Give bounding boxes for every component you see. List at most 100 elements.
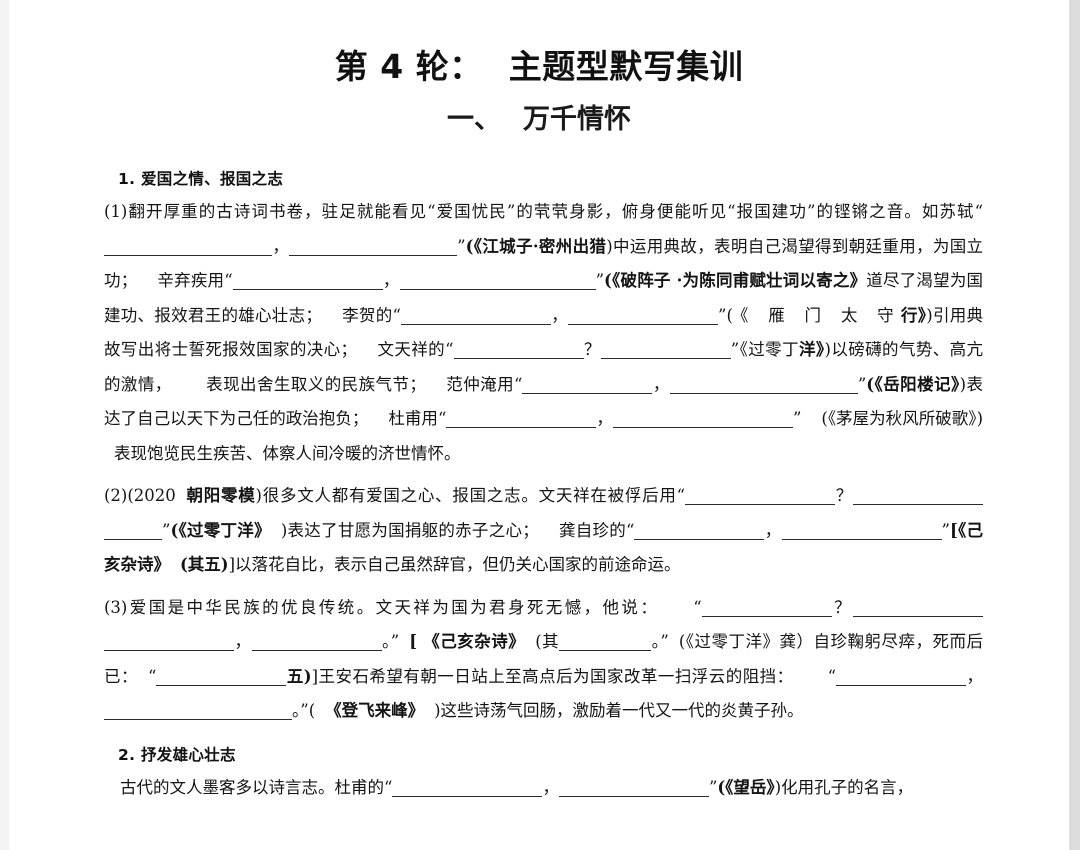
comma: ， bbox=[234, 632, 252, 651]
item-text-2i: ]以落花自比，表示自己虽然辞官，但仍关心国家的前途命运。 bbox=[228, 555, 681, 574]
answer-blank[interactable] bbox=[836, 668, 967, 686]
comma: ， bbox=[542, 777, 559, 797]
item-text-1n: )表达了自己以天下为己任的政治抱负； bbox=[104, 374, 984, 429]
answer-blank[interactable] bbox=[104, 522, 162, 540]
quote-close: ” bbox=[660, 632, 669, 651]
quote-open: “ bbox=[676, 486, 686, 505]
question-mark: ？ bbox=[831, 597, 854, 617]
item-text-3i: )这些诗荡气回肠，激励着一代又一代的炎黄子孙。 bbox=[434, 701, 804, 720]
answer-blank[interactable] bbox=[104, 238, 272, 256]
item-text-1h: )引用典故写出将士誓死报效国家的决心； bbox=[104, 305, 984, 360]
answer-blank[interactable] bbox=[685, 487, 836, 505]
answer-blank[interactable] bbox=[853, 599, 984, 617]
answer-blank[interactable] bbox=[781, 522, 912, 540]
answer-blank[interactable] bbox=[156, 668, 287, 686]
poem-variant: (其五) bbox=[180, 555, 229, 574]
subtitle-number: 一、 bbox=[447, 104, 501, 136]
quote-open: “ bbox=[626, 520, 635, 540]
answer-blank[interactable] bbox=[669, 376, 800, 394]
item-text-1e: 道尽了渴望为国建功、报效君王的雄心壮志； bbox=[104, 271, 984, 325]
answer-blank[interactable] bbox=[399, 272, 596, 290]
item-text-1a: 翻开厚重的古诗词书卷，驻足就能看见“爱国忧民”的茕茕身影，俯身便能听见“报国建功… bbox=[127, 202, 975, 221]
source-密州出猎: ·密州出猎 bbox=[532, 236, 607, 256]
title-prefix: 第 4 轮： bbox=[334, 47, 483, 86]
comma: ， bbox=[272, 236, 290, 256]
comma: ， bbox=[382, 271, 400, 290]
answer-blank[interactable] bbox=[400, 307, 551, 325]
quote-open: “ bbox=[514, 374, 523, 394]
item-text-2c: )很多文人都有爱国之心、报国之志。文天祥在被俘后用 bbox=[255, 486, 677, 505]
quote-close: ” bbox=[162, 520, 171, 540]
quote-close: ” bbox=[941, 520, 950, 540]
item-text-1i: 文天祥的 bbox=[377, 340, 446, 359]
question-mark: ？ bbox=[583, 340, 601, 359]
quote-close: ” bbox=[708, 777, 718, 797]
answer-blank[interactable] bbox=[392, 779, 543, 797]
comma: ， bbox=[652, 374, 670, 394]
answer-blank[interactable] bbox=[104, 633, 234, 651]
title-main: 主题型默写集训 bbox=[508, 47, 744, 86]
section-title: 爱国之情、报国之志 bbox=[140, 170, 284, 188]
item-text-1k: )以磅礴的气势、高亢的激情， bbox=[104, 340, 984, 394]
answer-blank[interactable] bbox=[612, 410, 763, 428]
answer-blank[interactable] bbox=[559, 633, 652, 651]
answer-blank[interactable] bbox=[232, 272, 383, 290]
answer-blank[interactable] bbox=[522, 376, 653, 394]
section-number: 2. bbox=[118, 745, 136, 764]
quote-close: ” bbox=[595, 271, 605, 290]
item-text-1b: )中运用典故，表明自己渴望得到朝廷重用，为国立功； bbox=[104, 236, 984, 291]
answer-blank[interactable] bbox=[762, 410, 793, 428]
comma: ， bbox=[596, 409, 613, 428]
answer-blank[interactable] bbox=[568, 307, 718, 325]
question-mark: ？ bbox=[835, 486, 854, 505]
answer-blank[interactable] bbox=[104, 702, 234, 720]
quote-close: ” bbox=[857, 374, 867, 394]
document-body: 1. 爱国之情、报国之志 (1)翻开厚重的古诗词书卷，驻足就能看见“爱国忧民”的… bbox=[9, 137, 1069, 805]
answer-blank[interactable] bbox=[558, 779, 709, 797]
item-text-3f: ]王安石希望有朝一日站上至高点后为国家改革一扫浮云的阻挡： bbox=[311, 666, 794, 686]
quote-open: “ bbox=[384, 777, 393, 797]
quote-open: “ bbox=[827, 666, 837, 686]
item-text-1f: 李贺的 bbox=[341, 305, 393, 325]
quote-open: “ bbox=[392, 305, 401, 325]
section-heading-1: 1. 爱国之情、报国之志 bbox=[118, 167, 983, 189]
quote-close: ” bbox=[730, 340, 740, 359]
answer-blank[interactable] bbox=[634, 522, 765, 540]
question-item-1: (1)翻开厚重的古诗词书卷，驻足就能看见“爱国忧民”的茕茕身影，俯身便能听见“报… bbox=[104, 195, 983, 471]
source-过零丁洋-cont: 洋》 bbox=[798, 340, 825, 359]
item-text-1q: 表现饱览民生疾苦、体察人间冷暖的济世情怀。 bbox=[114, 443, 461, 463]
answer-blank[interactable] bbox=[911, 522, 942, 540]
answer-blank[interactable] bbox=[600, 341, 731, 359]
exam-source-badge: 朝阳零模 bbox=[185, 486, 256, 505]
quote-open: “ bbox=[693, 597, 702, 617]
page-content: 第 4 轮：主题型默写集训 一、万千情怀 1. 爱国之情、报国之志 (1)翻开厚… bbox=[9, 0, 1069, 850]
answer-blank[interactable] bbox=[251, 633, 382, 651]
section-number: 1. bbox=[118, 170, 136, 188]
period: 。 bbox=[292, 701, 301, 720]
poem-variant-close: 五) bbox=[286, 666, 312, 686]
item-text-4c: )化用孔子的名言， bbox=[774, 777, 914, 797]
quote-close: ” bbox=[457, 236, 466, 256]
item-text-1m: 范仲淹用 bbox=[445, 374, 515, 394]
answer-blank[interactable] bbox=[234, 702, 292, 720]
item-label-1: (1) bbox=[104, 202, 128, 221]
item-text-2f: 龚自珍的 bbox=[558, 520, 627, 540]
source-江城子: (《江城子 bbox=[465, 236, 533, 256]
source-雁门太守行-cont: 行》 bbox=[900, 305, 927, 325]
answer-blank[interactable] bbox=[453, 341, 584, 359]
item-text-4a: 古代的文人墨客多以诗言志。杜甫的 bbox=[120, 777, 384, 797]
item-text-2e: )表达了甘愿为国捐躯的赤子之心； bbox=[280, 520, 539, 540]
answer-blank[interactable] bbox=[446, 410, 597, 428]
source-岳阳楼记: (《岳阳楼记》 bbox=[866, 374, 960, 394]
quote-close: ” bbox=[792, 409, 802, 428]
answer-blank[interactable] bbox=[289, 238, 458, 256]
quote-open: “ bbox=[147, 666, 157, 686]
answer-blank[interactable] bbox=[799, 376, 858, 394]
quote-open: “ bbox=[445, 340, 454, 359]
source-茅屋为秋风所破歌: (《茅屋为秋风所破歌》) bbox=[821, 409, 984, 428]
answer-blank[interactable] bbox=[701, 599, 832, 617]
answer-blank[interactable] bbox=[853, 487, 984, 505]
source-过零丁洋-gong: (《过零丁洋》龚）自珍鞠躬尽瘁，死而后已： bbox=[104, 632, 984, 686]
